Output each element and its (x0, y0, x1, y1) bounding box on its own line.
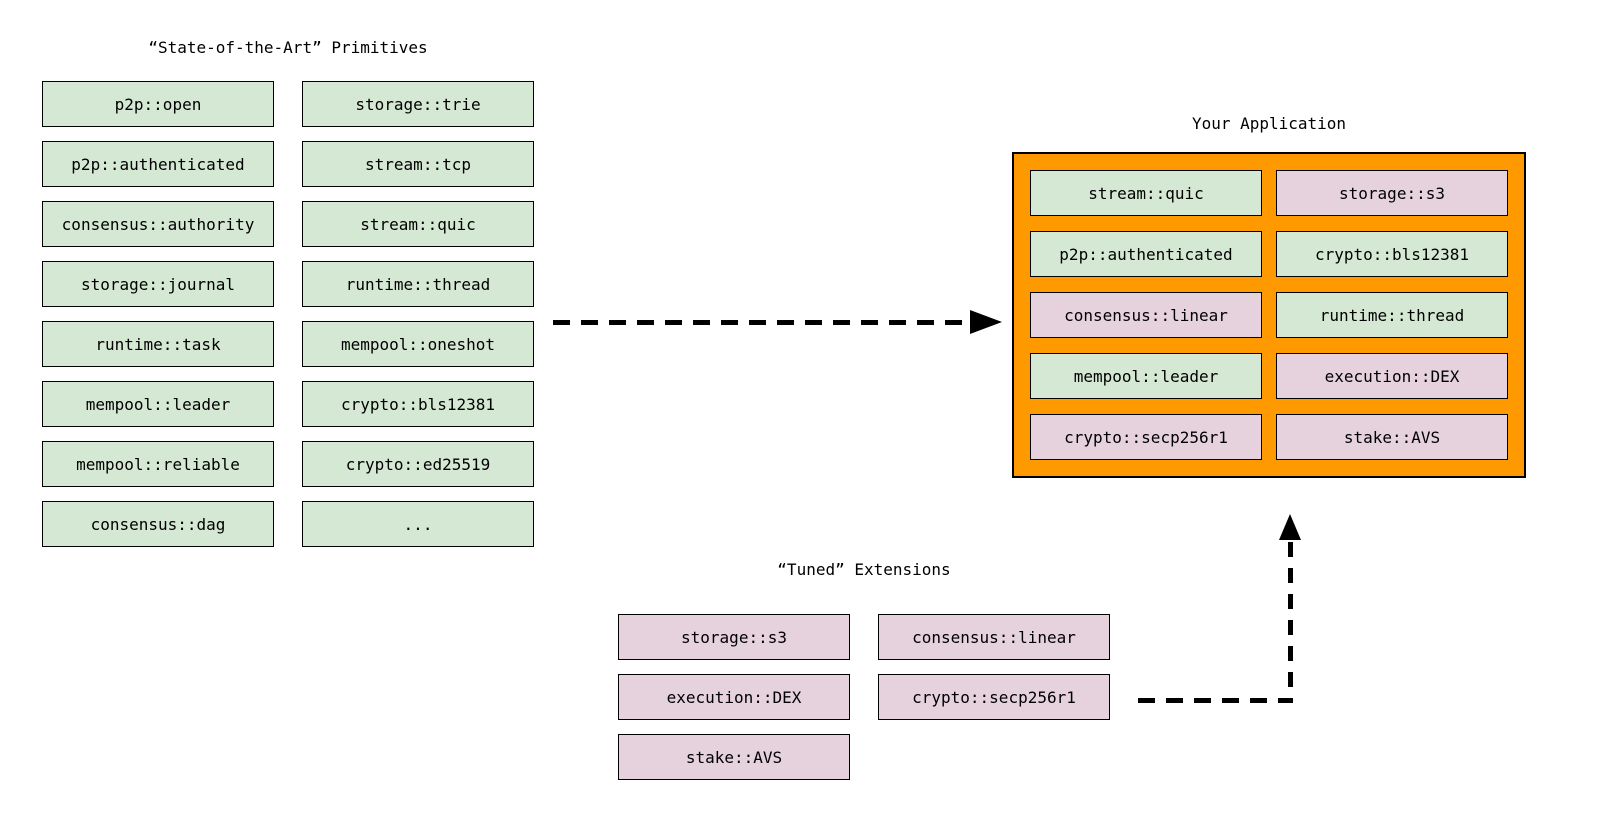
app-module-box: p2p::authenticated (1030, 231, 1262, 277)
primitive-box: p2p::open (42, 81, 274, 127)
primitive-box: consensus::authority (42, 201, 274, 247)
app-module-box: runtime::thread (1276, 292, 1508, 338)
primitive-box: storage::trie (302, 81, 534, 127)
primitive-box: runtime::task (42, 321, 274, 367)
primitive-box: storage::journal (42, 261, 274, 307)
application-group: Your Application stream::quic p2p::authe… (1012, 114, 1526, 478)
extensions-title: “Tuned” Extensions (777, 560, 951, 579)
primitive-box: crypto::ed25519 (302, 441, 534, 487)
primitives-group: “State-of-the-Art” Primitives p2p::open … (42, 38, 534, 547)
extension-box: execution::DEX (618, 674, 850, 720)
primitive-box: runtime::thread (302, 261, 534, 307)
arrowhead-right-icon (970, 310, 1002, 334)
extension-box: stake::AVS (618, 734, 850, 780)
primitive-box: mempool::leader (42, 381, 274, 427)
extensions-column-1: storage::s3 execution::DEX stake::AVS (618, 614, 850, 780)
primitive-box: stream::tcp (302, 141, 534, 187)
app-module-box: crypto::secp256r1 (1030, 414, 1262, 460)
app-module-box: crypto::bls12381 (1276, 231, 1508, 277)
application-title: Your Application (1191, 114, 1347, 133)
primitive-box: crypto::bls12381 (302, 381, 534, 427)
app-module-box: stream::quic (1030, 170, 1262, 216)
extension-box: consensus::linear (878, 614, 1110, 660)
primitive-box: ... (302, 501, 534, 547)
extensions-group: “Tuned” Extensions storage::s3 execution… (618, 560, 1110, 780)
app-module-box: execution::DEX (1276, 353, 1508, 399)
application-container: stream::quic p2p::authenticated consensu… (1012, 152, 1526, 478)
extension-box: crypto::secp256r1 (878, 674, 1110, 720)
primitive-box: mempool::oneshot (302, 321, 534, 367)
primitives-columns: p2p::open p2p::authenticated consensus::… (42, 81, 534, 547)
app-module-box: storage::s3 (1276, 170, 1508, 216)
extensions-column-2: consensus::linear crypto::secp256r1 (878, 614, 1110, 780)
primitive-box: consensus::dag (42, 501, 274, 547)
primitive-box: p2p::authenticated (42, 141, 274, 187)
primitives-title: “State-of-the-Art” Primitives (148, 38, 428, 57)
extensions-columns: storage::s3 execution::DEX stake::AVS co… (618, 614, 1110, 780)
dashed-line (553, 320, 968, 325)
app-module-box: mempool::leader (1030, 353, 1262, 399)
app-module-box: stake::AVS (1276, 414, 1508, 460)
primitives-column-2: storage::trie stream::tcp stream::quic r… (302, 81, 534, 547)
extension-box: storage::s3 (618, 614, 850, 660)
dashed-line-vertical (1288, 542, 1293, 703)
dashed-line-horizontal (1138, 698, 1293, 703)
primitive-box: mempool::reliable (42, 441, 274, 487)
arrowhead-up-icon (1279, 514, 1301, 540)
primitive-box: stream::quic (302, 201, 534, 247)
application-column-1: stream::quic p2p::authenticated consensu… (1030, 170, 1262, 460)
primitives-column-1: p2p::open p2p::authenticated consensus::… (42, 81, 274, 547)
application-column-2: storage::s3 crypto::bls12381 runtime::th… (1276, 170, 1508, 460)
app-module-box: consensus::linear (1030, 292, 1262, 338)
